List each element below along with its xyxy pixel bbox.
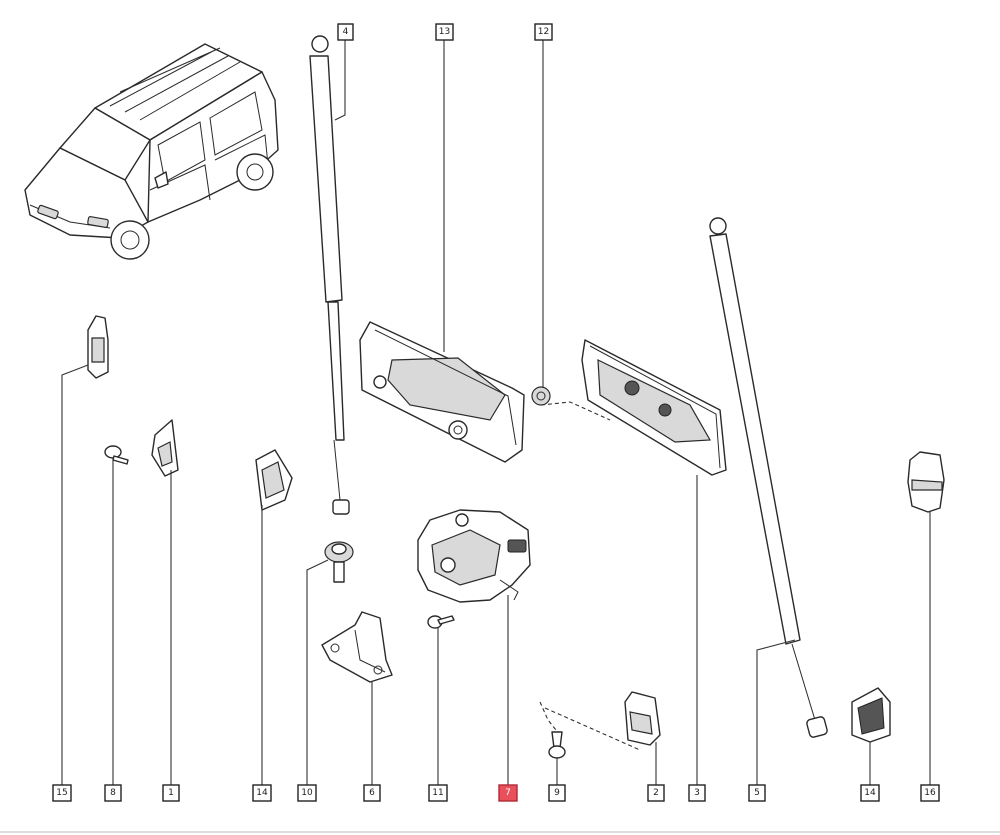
nut-icon: [531, 386, 551, 406]
callout-9: 9: [548, 784, 566, 802]
svg-text:1: 1: [168, 788, 174, 798]
gas-strut-icon: [309, 35, 350, 515]
bumper-icon: [907, 451, 945, 513]
clip-icon: [851, 687, 891, 743]
van-illustration: [24, 43, 279, 260]
svg-text:14: 14: [864, 788, 876, 798]
callout-10: 10: [297, 784, 317, 802]
callout-16: 16: [920, 784, 940, 802]
handle-icon: [581, 339, 727, 476]
screw-icon: [427, 615, 455, 629]
svg-text:5: 5: [754, 788, 760, 798]
callout-12: 12: [534, 23, 553, 41]
clip-icon: [255, 449, 293, 511]
callout-4: 4: [337, 23, 354, 41]
svg-text:16: 16: [924, 788, 936, 798]
callout-7-highlighted[interactable]: 7: [498, 784, 518, 802]
callout-13: 13: [435, 23, 454, 41]
bracket-icon: [321, 611, 393, 683]
clip-icon: [87, 315, 109, 379]
svg-text:9: 9: [554, 788, 560, 798]
svg-text:13: 13: [439, 27, 450, 37]
svg-text:15: 15: [56, 788, 67, 798]
callout-15: 15: [52, 784, 72, 802]
callout-14: 14: [252, 784, 272, 802]
gas-strut-icon: [709, 217, 828, 738]
bracket-icon: [151, 419, 179, 477]
callout-14b: 14: [860, 784, 880, 802]
lock-mechanism-icon: [417, 509, 531, 603]
svg-text:10: 10: [301, 788, 313, 798]
screw-icon: [548, 731, 566, 759]
callout-2: 2: [647, 784, 665, 802]
svg-text:4: 4: [343, 27, 349, 37]
leader-lines: [61, 40, 931, 785]
callout-5: 5: [748, 784, 766, 802]
svg-text:12: 12: [538, 27, 549, 37]
svg-text:7: 7: [505, 788, 511, 798]
callout-11: 11: [428, 784, 448, 802]
svg-text:6: 6: [369, 788, 375, 798]
svg-text:8: 8: [110, 788, 116, 798]
callout-1: 1: [162, 784, 180, 802]
svg-text:2: 2: [653, 788, 659, 798]
callout-6: 6: [363, 784, 381, 802]
callout-8: 8: [104, 784, 122, 802]
screw-icon: [324, 541, 354, 583]
svg-text:14: 14: [256, 788, 268, 798]
handle-bracket-icon: [359, 321, 525, 463]
callout-3: 3: [688, 784, 706, 802]
screw-icon: [104, 445, 129, 465]
bracket-icon: [624, 691, 661, 746]
svg-text:3: 3: [694, 788, 700, 798]
svg-text:11: 11: [432, 788, 443, 798]
